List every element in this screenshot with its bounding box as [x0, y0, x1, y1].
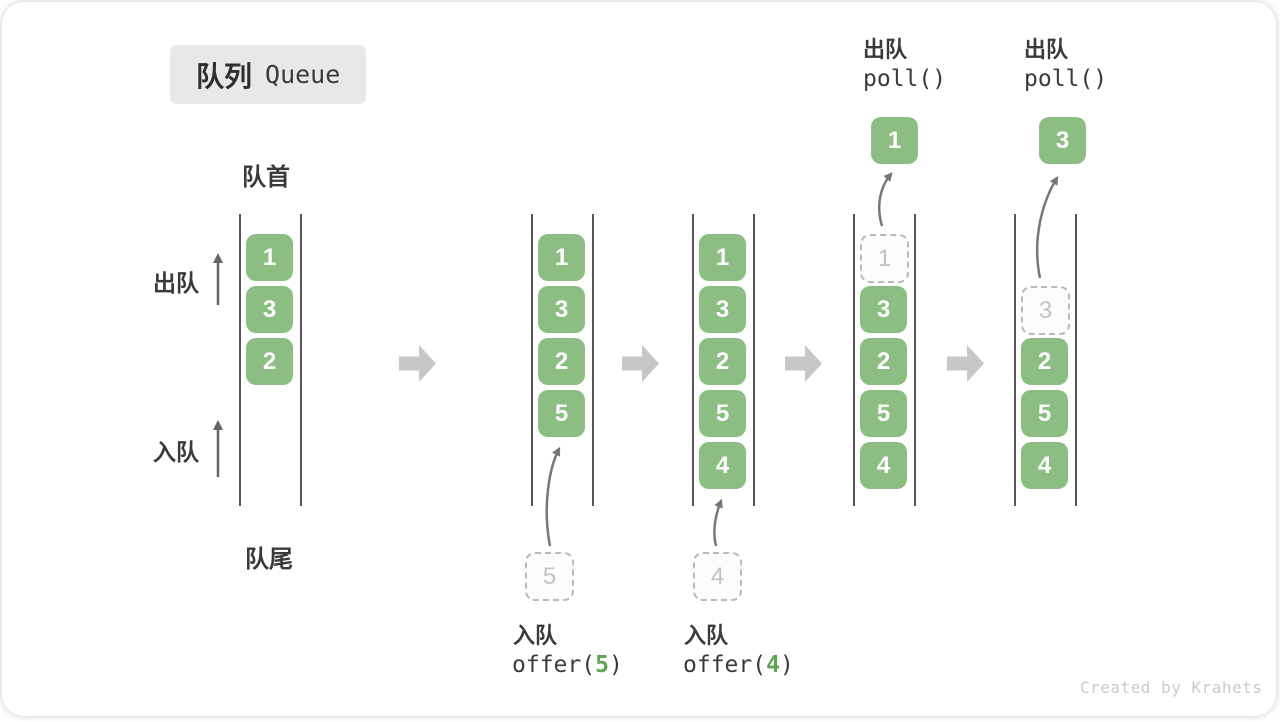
label-enqueue-direction: 入队	[153, 439, 199, 465]
queue-state-2-slot-box: 3	[538, 286, 585, 333]
queue-state-4-slot-dashed: 1	[860, 234, 909, 283]
enqueue-op-label: 入队	[513, 623, 558, 648]
enqueue-value-box: 4	[693, 552, 742, 601]
code-arg: 5	[595, 652, 609, 678]
queue-state-1-slot-box: 2	[246, 338, 293, 385]
enqueue-value-box: 5	[525, 552, 574, 601]
queue-state-2-right-wall	[592, 214, 594, 506]
dequeue-op-label: 出队	[1024, 37, 1069, 62]
queue-state-3-slot-box: 3	[699, 286, 746, 333]
dequeue-curve-arrow-1	[878, 172, 893, 227]
queue-state-4-slot-box: 5	[860, 390, 907, 437]
title-english: Queue	[265, 60, 341, 89]
enqueue-curve-arrow-5	[545, 446, 561, 547]
queue-state-4-right-wall	[914, 214, 916, 506]
queue-state-1-slot-box: 1	[246, 234, 293, 281]
queue-state-2-left-wall	[531, 214, 533, 506]
queue-state-3-left-wall	[692, 214, 694, 506]
label-queue-rear: 队尾	[245, 546, 293, 573]
queue-state-5-left-wall	[1014, 214, 1016, 506]
code-prefix: offer(	[683, 652, 767, 678]
dequeue-curve-arrow-3	[1035, 175, 1059, 279]
flow-arrow-icon	[785, 345, 822, 382]
queue-state-4-slot-box: 2	[860, 338, 907, 385]
queue-state-1-left-wall	[239, 214, 241, 506]
queue-state-5-slot-dashed: 3	[1021, 286, 1070, 335]
queue-state-4-left-wall	[853, 214, 855, 506]
queue-state-5-slot-box: 4	[1021, 442, 1068, 489]
watermark: Created by Krahets	[1080, 678, 1263, 697]
enqueue-op-label: 入队	[684, 623, 729, 648]
queue-state-4-slot-box: 3	[860, 286, 907, 333]
queue-state-4-slot-box: 4	[860, 442, 907, 489]
queue-state-1-right-wall	[300, 214, 302, 506]
queue-state-3-slot-box: 1	[699, 234, 746, 281]
label-queue-front: 队首	[242, 164, 290, 191]
queue-state-3-slot-box: 5	[699, 390, 746, 437]
dequeue-op-code: poll()	[1024, 66, 1108, 92]
code-suffix: )	[779, 652, 794, 678]
flow-arrow-icon	[399, 345, 436, 382]
dequeue-op-code: poll()	[863, 66, 947, 92]
code-arg: 4	[766, 652, 780, 678]
title-chinese: 队列	[196, 60, 253, 92]
queue-state-3-slot-box: 2	[699, 338, 746, 385]
code-suffix: )	[608, 652, 623, 678]
flow-arrow-icon	[947, 345, 984, 382]
enqueue-op-code: offer(4)	[683, 652, 794, 678]
flow-arrow-icon	[622, 345, 659, 382]
dequeued-value-box: 1	[871, 117, 918, 164]
dequeue-op-label: 出队	[863, 37, 908, 62]
queue-state-5-slot-box: 5	[1021, 390, 1068, 437]
queue-state-3-slot-box: 4	[699, 442, 746, 489]
enqueue-curve-arrow-4	[713, 498, 723, 547]
queue-state-3-right-wall	[753, 214, 755, 506]
queue-state-2-slot-box: 1	[538, 234, 585, 281]
code-prefix: offer(	[512, 652, 596, 678]
queue-state-2-slot-box: 5	[538, 390, 585, 437]
title-badge: 队列 Queue	[170, 45, 367, 104]
enqueue-op-code: offer(5)	[512, 652, 623, 678]
queue-state-2-slot-box: 2	[538, 338, 585, 385]
queue-state-5-slot-box: 2	[1021, 338, 1068, 385]
label-dequeue-direction: 出队	[153, 270, 199, 296]
dequeued-value-box: 3	[1039, 117, 1086, 164]
queue-state-5-right-wall	[1075, 214, 1077, 506]
queue-state-1-slot-box: 3	[246, 286, 293, 333]
